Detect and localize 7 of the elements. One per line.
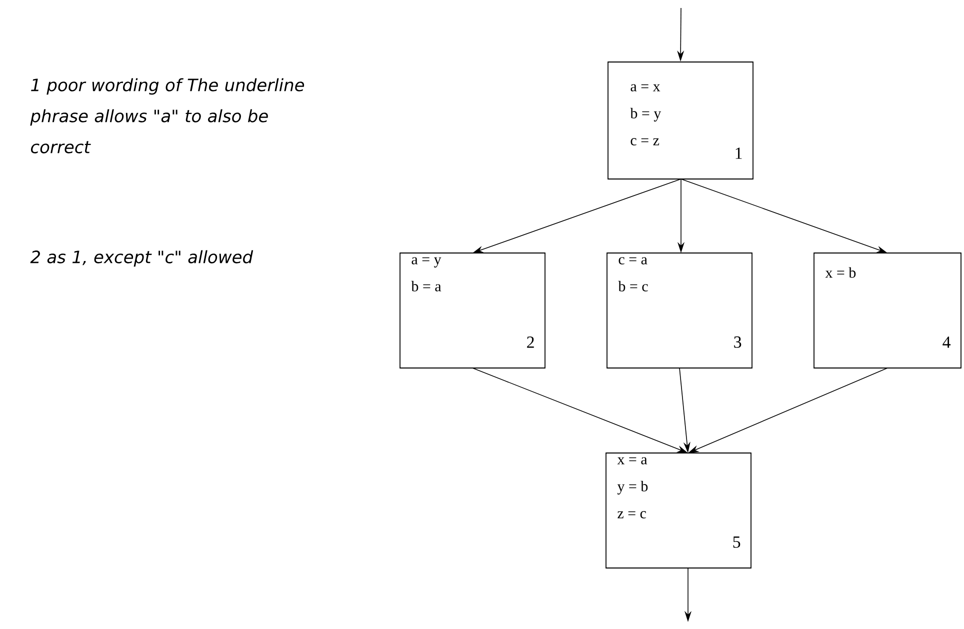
process-box: x = a y = b z = c 5 [606,452,752,568]
process-box: c = a b = c 3 [606,252,752,368]
handwritten-note: 2 as 1, except "c" allowed [30,250,254,267]
process-box: a = y b = a 2 [400,252,546,368]
process-box: x = b 4 [814,252,962,368]
handwritten-note: 1 poor wording of The underline phrase allows "a" to also be correct [30,78,304,154]
process-box: a = x b = y c = z 1 [608,62,754,180]
